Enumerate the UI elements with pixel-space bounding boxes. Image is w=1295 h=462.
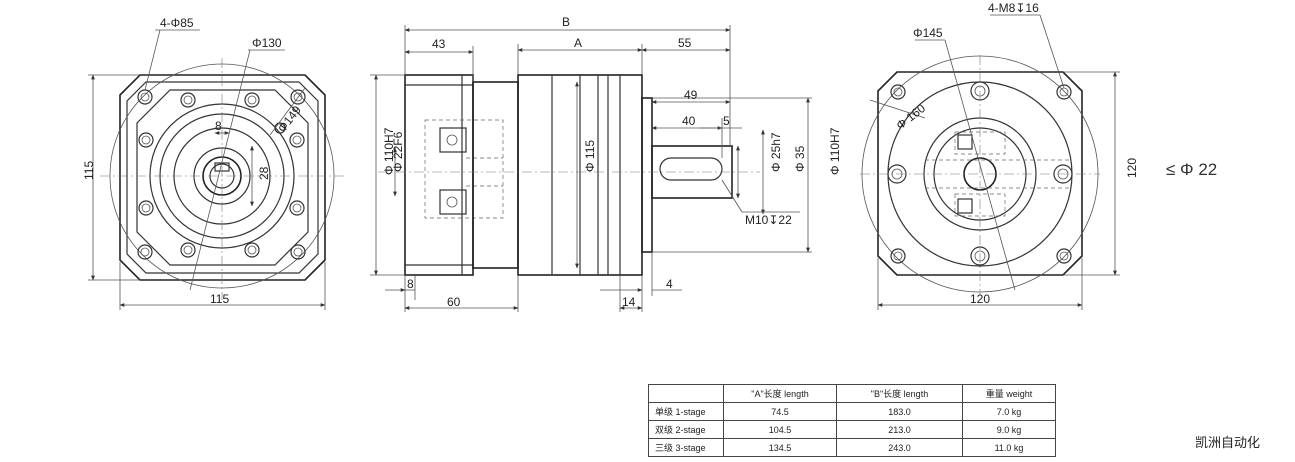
side-dim-a: A xyxy=(574,36,582,50)
side-dim-8: 8 xyxy=(407,277,414,291)
side-dim-22f6: Φ 22F6 xyxy=(391,131,405,172)
header-b-length: "B"长度 length xyxy=(836,384,963,403)
rear-dim-thread: 4-M8↧16 xyxy=(988,1,1039,15)
stage-cell: 单级 1-stage xyxy=(648,402,724,421)
side-dim-55: 55 xyxy=(678,36,692,50)
side-dim-14: 14 xyxy=(622,295,636,309)
front-view xyxy=(88,29,345,310)
front-dim-outer: Φ149 xyxy=(275,103,304,135)
rear-dim-145: Φ145 xyxy=(913,26,943,40)
side-view xyxy=(370,25,812,312)
a-length-cell: 74.5 xyxy=(723,402,837,421)
side-dim-25h7: Φ 25h7 xyxy=(769,132,783,172)
side-dim-35: Φ 35 xyxy=(793,145,807,172)
b-length-cell: 213.0 xyxy=(836,420,963,439)
side-dim-40: 40 xyxy=(682,114,696,128)
side-dim-thread: M10↧22 xyxy=(745,213,792,227)
side-dim-110-right: Φ 110H7 xyxy=(828,127,842,175)
front-dim-pcd: Φ130 xyxy=(252,36,282,50)
side-dim-total: B xyxy=(562,15,570,29)
front-bolt-holes xyxy=(137,89,306,260)
spec-table: "A"长度 length "B"长度 length 重量 weight 单级 1… xyxy=(648,384,1056,457)
front-dim-key: 8 xyxy=(215,119,222,133)
stage-cell: 双级 2-stage xyxy=(648,420,724,439)
side-dim-115: Φ 115 xyxy=(583,140,597,172)
header-a-length: "A"长度 length xyxy=(723,384,837,403)
side-dim-43: 43 xyxy=(432,37,446,51)
a-length-cell: 104.5 xyxy=(723,420,837,439)
side-dim-110-left: Φ 110H7 xyxy=(382,127,396,175)
front-dim-height: 115 xyxy=(82,161,96,180)
header-stage xyxy=(648,384,724,403)
front-dim-holes: 4-Φ85 xyxy=(160,16,194,30)
rear-dim-160: Φ 160 xyxy=(893,101,928,133)
side-dim-60: 60 xyxy=(447,295,461,309)
b-length-cell: 183.0 xyxy=(836,402,963,421)
side-dim-4: 4 xyxy=(666,277,673,291)
front-dim-width: 115 xyxy=(210,292,229,306)
side-dim-5: 5 xyxy=(723,114,730,128)
table-row: 单级 1-stage 74.5 183.0 7.0 kg xyxy=(648,402,1056,421)
rear-view xyxy=(860,14,1120,310)
brand-label: 凯洲自动化 xyxy=(1195,435,1261,450)
spec-table-header: "A"长度 length "B"长度 length 重量 weight xyxy=(648,384,1056,403)
weight-cell: 7.0 kg xyxy=(962,402,1056,421)
a-length-cell: 134.5 xyxy=(723,438,837,457)
front-dim-height-key: 28 xyxy=(257,166,271,180)
side-dim-49: 49 xyxy=(684,88,698,102)
table-row: 三级 3-stage 134.5 243.0 11.0 kg xyxy=(648,438,1056,457)
b-length-cell: 243.0 xyxy=(836,438,963,457)
stage-cell: 三级 3-stage xyxy=(648,438,724,457)
shaft-note: ≤ Φ 22 xyxy=(1166,160,1218,179)
header-weight: 重量 weight xyxy=(962,384,1056,403)
weight-cell: 9.0 kg xyxy=(962,420,1056,439)
rear-dim-width: 120 xyxy=(970,292,990,306)
weight-cell: 11.0 kg xyxy=(962,438,1056,457)
table-row: 双级 2-stage 104.5 213.0 9.0 kg xyxy=(648,420,1056,439)
rear-dim-height: 120 xyxy=(1125,158,1139,178)
